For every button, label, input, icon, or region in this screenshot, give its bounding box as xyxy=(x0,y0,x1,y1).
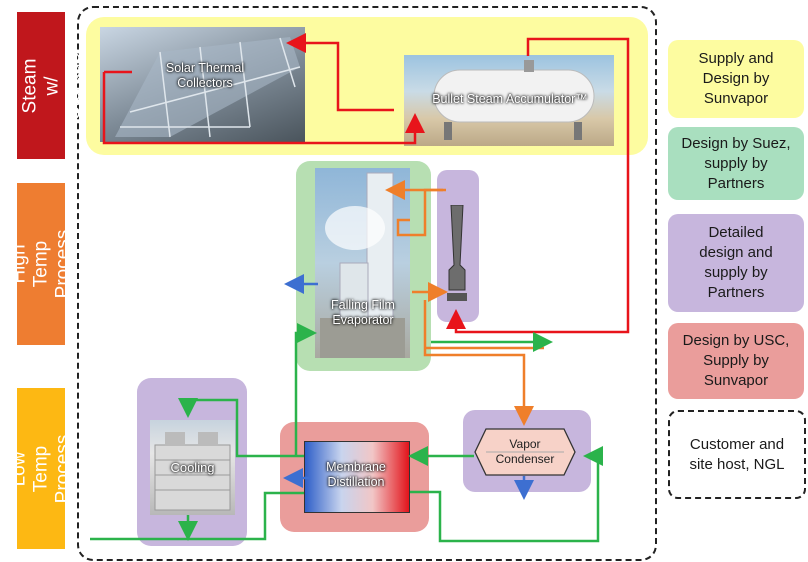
ejector-image xyxy=(443,205,471,305)
evaporator-label: Falling Film Evaporator xyxy=(331,298,395,327)
membrane-distillation-unit xyxy=(304,441,410,513)
membrane-distillation-label: Membrane Distillation xyxy=(326,460,386,489)
solar-collectors-label: Solar Thermal Collectors xyxy=(165,61,245,90)
vapor-condenser-label: Vapor Condenser xyxy=(495,437,555,466)
legend-suez: Design by Suez, supply by Partners xyxy=(668,127,804,200)
vapor-condenser-unit xyxy=(474,428,576,476)
low-temp-section-label: Low Temp Process xyxy=(8,388,73,549)
solar-collector-image xyxy=(100,27,305,142)
steam-accumulator-label: Bullet Steam Accumulator™ xyxy=(432,92,588,106)
customer-site-boundary xyxy=(77,6,657,561)
high-temp-section-label: High Temp Process xyxy=(8,183,73,345)
cooling-label: Cooling xyxy=(170,460,215,475)
legend-customer: Customer and site host, NGL xyxy=(668,410,806,499)
steam-accumulator-image xyxy=(404,55,614,146)
legend-partners: Detailed design and supply by Partners xyxy=(668,214,804,312)
legend-sunvapor: Supply and Design by Sunvapor xyxy=(668,40,804,118)
cooling-tower-image xyxy=(150,420,235,515)
solar-section-label: Solar Steam w/ Storage xyxy=(0,12,84,159)
legend-usc: Design by USC, Supply by Sunvapor xyxy=(668,323,804,399)
